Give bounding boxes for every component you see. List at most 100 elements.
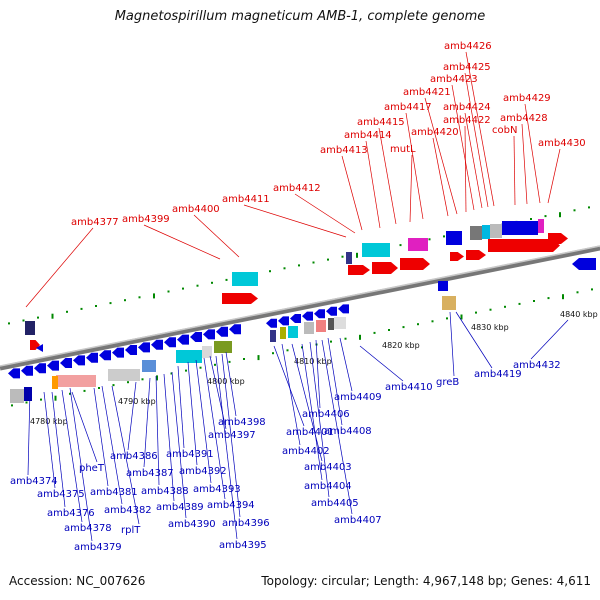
reverse-gene-label: amb4392 bbox=[179, 466, 227, 477]
figure-title: Magnetospirillum magneticum AMB-1, compl… bbox=[114, 9, 486, 24]
forward-gene-arrow bbox=[348, 265, 370, 275]
reverse-leader-line bbox=[315, 339, 321, 409]
lower-position-dot bbox=[388, 329, 390, 331]
lower-position-dot bbox=[228, 360, 231, 363]
reverse-gene-label: amb4389 bbox=[156, 502, 204, 513]
forward-genes-group bbox=[25, 219, 568, 350]
lower-position-dot bbox=[98, 387, 100, 389]
scale-tick-label: 4830 kbp bbox=[471, 323, 509, 332]
forward-leader-line bbox=[432, 137, 449, 217]
forward-gene-label: amb4426 bbox=[444, 41, 492, 52]
lower-position-dot bbox=[272, 352, 274, 355]
forward-gene-label: amb4417 bbox=[384, 102, 432, 113]
forward-leader-line bbox=[524, 103, 541, 204]
reverse-leader-line bbox=[111, 385, 140, 525]
reverse-gene-block bbox=[56, 375, 96, 387]
forward-gene-label: amb4377 bbox=[71, 217, 119, 228]
lower-position-dot bbox=[170, 372, 173, 375]
reverse-gene-label: amb4407 bbox=[334, 515, 382, 526]
reverse-gene-arrow bbox=[125, 345, 137, 355]
lower-position-dot bbox=[214, 363, 216, 366]
forward-gene-label: amb4399 bbox=[122, 214, 170, 225]
reverse-leader-line bbox=[61, 389, 83, 523]
lower-position-dot bbox=[156, 375, 158, 381]
reverse-leader-line bbox=[359, 345, 404, 382]
reverse-gene-arrow bbox=[21, 365, 33, 376]
forward-leader-line bbox=[521, 123, 528, 205]
forward-gene-label: amb4429 bbox=[503, 93, 551, 104]
reverse-leader-line bbox=[301, 343, 323, 481]
upper-position-dot bbox=[138, 296, 141, 299]
reverse-leader-line bbox=[449, 311, 455, 377]
reverse-gene-block bbox=[202, 346, 212, 358]
reverse-leader-line bbox=[51, 391, 66, 508]
reverse-gene-block bbox=[442, 296, 456, 310]
lower-position-dot bbox=[417, 323, 419, 326]
upper-position-dot bbox=[182, 287, 184, 290]
forward-leader-line bbox=[451, 84, 475, 211]
reverse-gene-block bbox=[328, 318, 334, 330]
forward-gene-label: cobN bbox=[492, 125, 517, 136]
upper-position-dot bbox=[196, 284, 199, 287]
reverse-leader-line bbox=[309, 341, 330, 498]
reverse-gene-label: amb4432 bbox=[513, 360, 561, 371]
upper-position-dot bbox=[124, 299, 126, 302]
forward-gene-block bbox=[25, 321, 35, 335]
lower-position-dot bbox=[547, 297, 550, 300]
reverse-gene-block bbox=[214, 341, 232, 353]
reverse-gene-label: pheT bbox=[79, 463, 105, 474]
lower-position-dot bbox=[243, 358, 245, 360]
reverse-leader-line bbox=[93, 387, 109, 487]
reverse-gene-arrow bbox=[177, 334, 189, 345]
backbone-group bbox=[0, 245, 600, 371]
reverse-leader-line bbox=[155, 375, 160, 486]
forward-gene-label: amb4422 bbox=[443, 115, 491, 126]
forward-leader-line bbox=[513, 135, 516, 206]
forward-gene-block bbox=[362, 243, 390, 257]
scale-tick-label: 4800 kbp bbox=[207, 377, 245, 386]
reverse-leader-line bbox=[43, 391, 56, 489]
reverse-leader-line bbox=[455, 311, 493, 369]
reverse-gene-block bbox=[10, 389, 24, 403]
lower-position-dot bbox=[69, 392, 71, 395]
reverse-gene-block bbox=[176, 350, 202, 363]
forward-gene-label: amb4413 bbox=[320, 145, 368, 156]
reverse-gene-arrow bbox=[216, 326, 228, 337]
reverse-leader-line bbox=[71, 391, 98, 463]
forward-gene-block bbox=[490, 224, 502, 238]
reverse-gene-arrow bbox=[314, 309, 325, 319]
reverse-gene-arrow bbox=[138, 342, 150, 353]
reverse-leader-line bbox=[530, 319, 569, 360]
lower-position-dot bbox=[489, 308, 492, 311]
upper-position-dot bbox=[356, 252, 358, 258]
scale-tick-label: 4810 kbp bbox=[294, 357, 332, 366]
reverse-genes-group bbox=[8, 258, 596, 403]
reverse-leader-line bbox=[209, 355, 227, 430]
upper-position-dot bbox=[51, 313, 54, 319]
forward-leader-line bbox=[464, 125, 467, 213]
reverse-gene-arrow bbox=[8, 368, 20, 379]
reverse-gene-label: amb4396 bbox=[222, 518, 270, 529]
upper-position-dot bbox=[298, 264, 300, 267]
reverse-gene-label: amb4409 bbox=[334, 392, 382, 403]
upper-position-dot bbox=[8, 322, 10, 325]
reverse-gene-block bbox=[280, 327, 286, 339]
lower-position-dot bbox=[257, 355, 260, 361]
genome-summary: Topology: circular; Length: 4,967,148 bp… bbox=[261, 574, 591, 588]
reverse-gene-arrow bbox=[60, 358, 72, 368]
lower-position-dot bbox=[446, 317, 448, 320]
lower-position-dot bbox=[199, 366, 202, 369]
reverse-gene-label: amb4406 bbox=[302, 409, 350, 420]
upper-position-dot bbox=[399, 244, 402, 247]
genome-backbone bbox=[0, 245, 600, 371]
forward-leader-line bbox=[365, 140, 381, 229]
scale-tick-label: 4820 kbp bbox=[382, 341, 420, 350]
forward-leader-line bbox=[378, 127, 397, 225]
reverse-gene-arrow bbox=[86, 352, 98, 363]
reverse-gene-label: amb4391 bbox=[166, 449, 214, 460]
reverse-gene-arrow bbox=[36, 344, 43, 352]
lower-position-dot bbox=[460, 314, 463, 320]
scale-tick-label: 4840 kbp bbox=[560, 310, 598, 319]
forward-gene-arrow bbox=[400, 258, 430, 270]
